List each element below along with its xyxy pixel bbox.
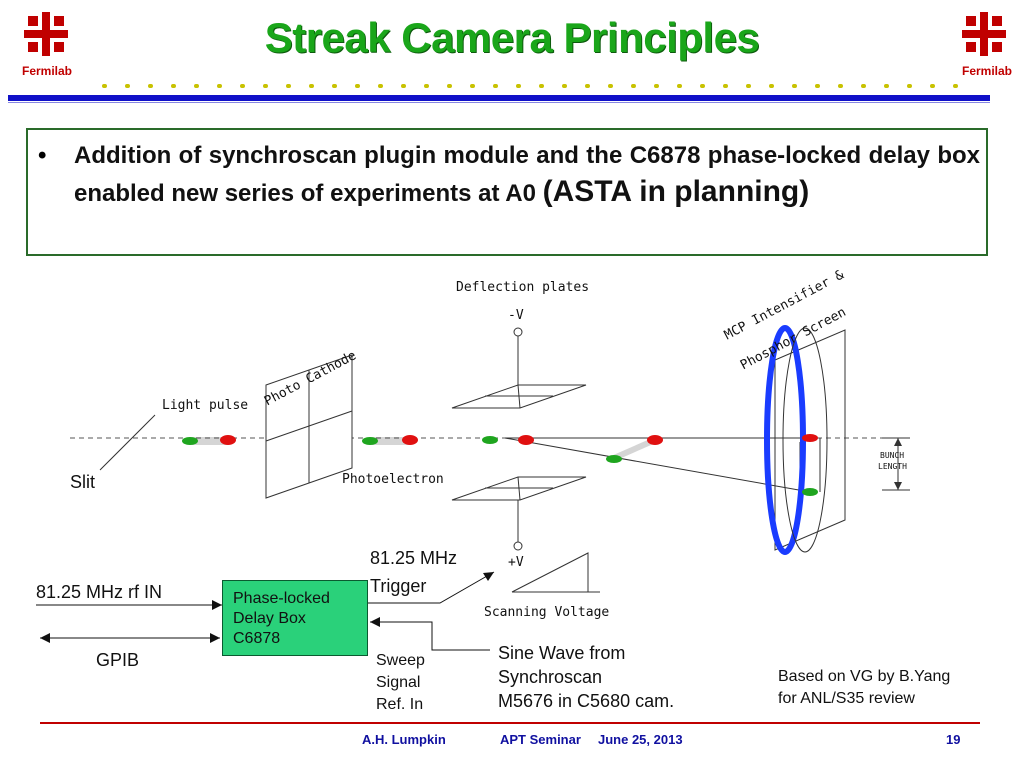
sweep-line2: Signal — [376, 674, 421, 691]
plus-v-label: +V — [508, 555, 524, 570]
sweep-line1: Sweep — [376, 652, 425, 669]
sine-line1: Sine Wave from — [498, 643, 626, 663]
footer-page-number: 19 — [946, 732, 961, 747]
fermilab-label-left: Fermilab — [22, 64, 73, 78]
pulse-1 — [182, 435, 236, 445]
delay-box-line2: Delay Box — [233, 610, 306, 627]
pulse-4 — [606, 435, 663, 463]
bunch-label: BUNCH — [880, 451, 905, 460]
minus-v-label: -V — [508, 308, 524, 323]
page-title: Streak Camera Principles — [264, 14, 760, 61]
trigger-label-line1: 81.25 MHz — [370, 548, 458, 568]
trigger-label-line2: Trigger — [370, 576, 427, 596]
sine-wave-label: Sine Wave from Synchroscan M5676 in C568… — [498, 641, 674, 713]
fermilab-label-right: Fermilab — [962, 64, 1013, 78]
attribution-label: Based on VG by B.Yang for ANL/S35 review — [778, 666, 950, 710]
header-bar — [8, 95, 990, 101]
bullet-box — [26, 128, 988, 256]
dotted-separator — [102, 84, 978, 88]
attribution-line2: for ANL/S35 review — [778, 690, 915, 707]
delay-box-line3: C6878 — [233, 630, 281, 647]
scanning-voltage-label: Scanning Voltage — [484, 605, 610, 620]
gpib-label: GPIB — [96, 650, 140, 670]
light-pulse-label: Light pulse — [162, 398, 249, 413]
sine-line3: M5676 in C5680 cam. — [498, 691, 675, 711]
header-bar-thin — [8, 102, 990, 103]
bullet-dot: • — [38, 142, 47, 169]
bullet-main: Addition of synchroscan plugin module an… — [74, 142, 980, 207]
delay-box-line1: Phase-locked — [233, 590, 330, 607]
length-label: LENGTH — [878, 462, 907, 471]
pulse-3 — [482, 435, 534, 445]
slit-label: Slit — [70, 472, 96, 492]
sine-line2: Synchroscan — [498, 667, 603, 687]
bullet-text: Addition of synchroscan plugin module an… — [74, 138, 980, 212]
rf-in-label: 81.25 MHz rf IN — [36, 582, 163, 602]
bullet-emphasis: (ASTA in planning) — [542, 175, 810, 208]
footer-date: June 25, 2013 — [598, 732, 683, 747]
fermilab-logo-right-icon — [962, 12, 1006, 56]
footer-event: APT Seminar — [500, 732, 581, 747]
fermilab-logo-left-icon — [24, 12, 68, 56]
deflection-plates-label: Deflection plates — [456, 280, 590, 295]
phase-locked-delay-box: Phase-locked Delay Box C6878 — [222, 580, 368, 656]
footer-rule — [40, 722, 980, 724]
footer-author: A.H. Lumpkin — [362, 732, 446, 747]
photoelectron-label: Photoelectron — [342, 472, 444, 487]
attribution-line1: Based on VG by B.Yang — [778, 668, 951, 685]
sweep-line3: Ref. In — [376, 696, 424, 713]
pulse-2 — [362, 435, 418, 445]
sweep-signal-label: Sweep Signal Ref. In — [376, 650, 425, 716]
